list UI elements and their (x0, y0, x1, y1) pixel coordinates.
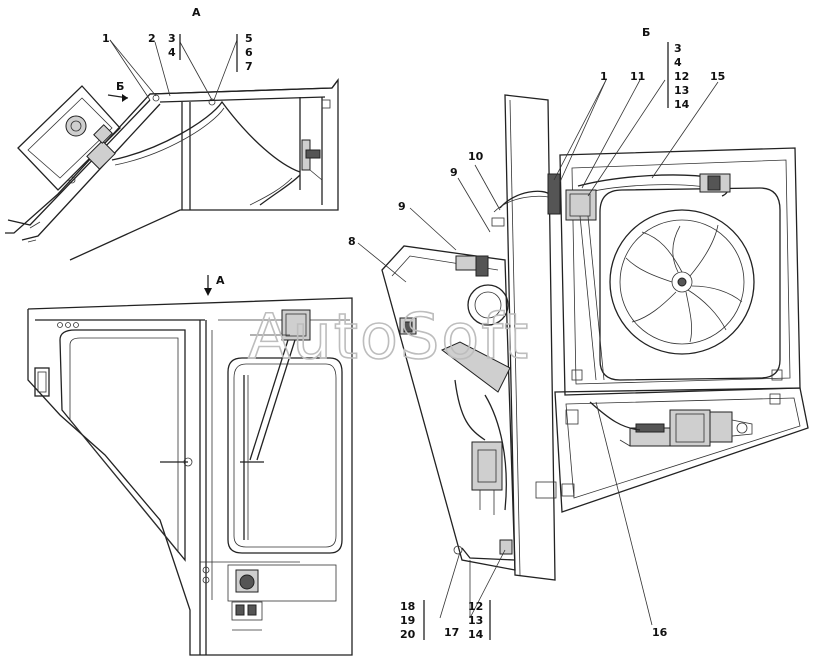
callout-2: 2 (148, 32, 156, 45)
view-b-callout-12: 12 (468, 600, 483, 613)
front-view-section (27, 275, 353, 656)
view-b-group-4: 4 (674, 56, 682, 69)
callout-1: 1 (102, 32, 110, 45)
front-view-arrow-label: А (216, 274, 225, 287)
view-b-group-14: 14 (674, 98, 690, 111)
view-b-callout-11: 11 (630, 70, 645, 83)
view-b-callout-9a: 9 (450, 166, 458, 179)
labels: А Б Б 1 2 3 4 5 6 7 А 3 4 12 13 14 1 11 … (102, 6, 725, 641)
callout-5: 5 (245, 32, 253, 45)
callout-3: 3 (168, 32, 176, 45)
view-b-callout-13: 13 (468, 614, 483, 627)
view-b-callout-15: 15 (710, 70, 725, 83)
view-b-section (357, 42, 809, 640)
view-b-group-12: 12 (674, 70, 689, 83)
view-a-title: А (192, 6, 201, 19)
view-b-callout-20: 20 (400, 628, 416, 641)
view-b-callout-19: 19 (400, 614, 415, 627)
callout-7: 7 (245, 60, 253, 73)
view-b-callout-16: 16 (652, 626, 668, 639)
view-b-group-3: 3 (674, 42, 682, 55)
view-b-callout-18: 18 (400, 600, 415, 613)
view-b-callout-8: 8 (348, 235, 356, 248)
view-b-callout-9b: 9 (398, 200, 406, 213)
view-b-callout-10: 10 (468, 150, 484, 163)
view-b-callout-17: 17 (444, 626, 459, 639)
view-a-arrow-b-label: Б (116, 80, 124, 93)
view-b-title: Б (642, 26, 650, 39)
callout-4: 4 (168, 46, 176, 59)
view-b-group-13: 13 (674, 84, 689, 97)
view-a-section (5, 34, 339, 261)
view-b-callout-14: 14 (468, 628, 484, 641)
view-b-callout-1: 1 (600, 70, 608, 83)
watermark: AutoSoft (248, 300, 530, 373)
callout-6: 6 (245, 46, 253, 59)
